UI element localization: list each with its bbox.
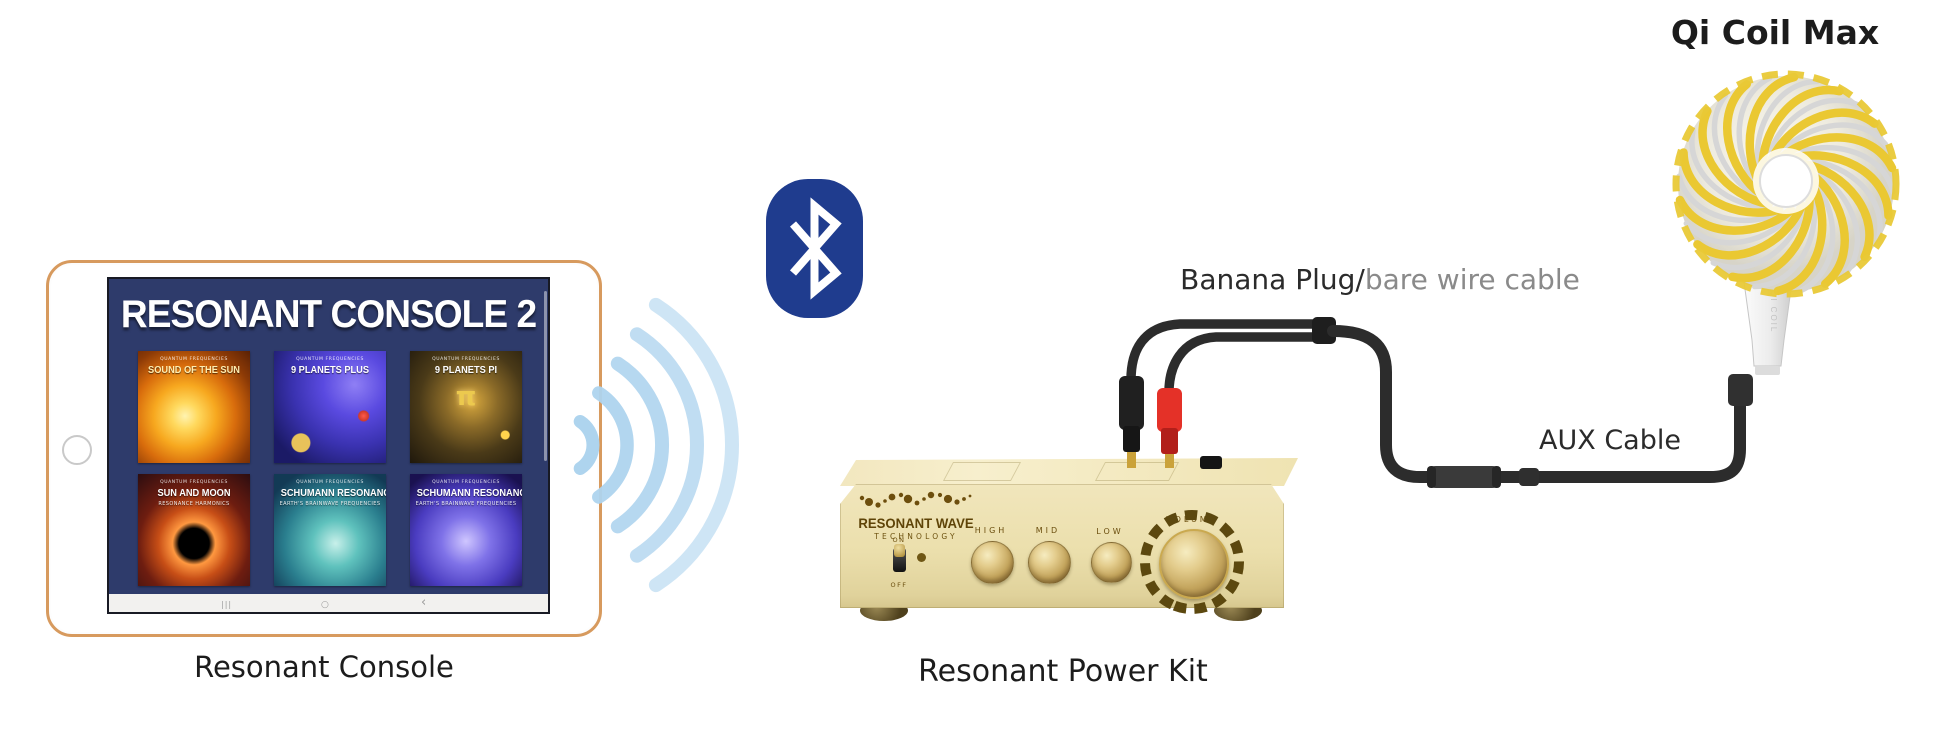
tile-title: 9 PLANETS PLUS (290, 364, 370, 376)
app-title: RESONANT CONSOLE 2 (120, 293, 537, 336)
banana-plug-black (1119, 376, 1144, 430)
knob-mid-label: MID (1035, 526, 1061, 535)
signal-waves-icon (573, 297, 739, 593)
speaker-cable (1126, 319, 1321, 385)
switch-off-label: OFF (890, 581, 908, 589)
volume-tick-marks (1140, 510, 1244, 614)
coupler-end (1427, 466, 1436, 488)
bare-wire-text: bare wire cable (1364, 263, 1580, 296)
tile-top-label: QUANTUM FREQUENCIES (296, 357, 364, 362)
home-icon[interactable]: ○ (321, 600, 329, 610)
speaker-cable (1164, 332, 1321, 397)
coupler-end (1492, 466, 1501, 488)
brand-dots-icon (859, 491, 972, 508)
tile-title: 9 PLANETS PI (434, 364, 498, 376)
coil-rim (1672, 70, 1900, 298)
power-led (917, 553, 926, 562)
scrollbar (544, 291, 547, 461)
tile-title: SUN AND MOON (157, 487, 231, 499)
brand-subtitle: TECHNOLOGY (874, 532, 958, 541)
album-tile-sun-and-moon[interactable]: QUANTUM FREQUENCIES SUN AND MOON RESONAN… (138, 474, 250, 586)
power-kit-caption: Resonant Power Kit (918, 654, 1208, 689)
tile-top-label: QUANTUM FREQUENCIES (432, 357, 500, 362)
tile-subtitle: EARTH'S BRAINWAVE FREQUENCIES (415, 501, 517, 507)
tablet-camera-button (62, 435, 92, 465)
tile-top-label: QUANTUM FREQUENCIES (432, 480, 500, 485)
album-tile-schumann-resonance-2[interactable]: QUANTUM FREQUENCIES SCHUMANN RESONANCE E… (410, 474, 522, 586)
banana-plug-red-shaft (1161, 428, 1178, 454)
android-nav-bar: ||| ○ ‹ (109, 594, 548, 612)
recents-icon[interactable]: ||| (221, 600, 233, 609)
tile-title: SOUND OF THE SUN (148, 364, 240, 376)
tile-top-label: QUANTUM FREQUENCIES (160, 357, 228, 362)
coil-center-hole (1759, 154, 1813, 208)
knob-low-label: LOW (1096, 527, 1124, 536)
banana-cable-label: Banana Plug/bare wire cable (1080, 263, 1680, 296)
qi-coil-title: Qi Coil Max (1670, 13, 1880, 52)
tile-subtitle: EARTH'S BRAINWAVE FREQUENCIES (279, 501, 381, 507)
tile-subtitle: RESONANCE HARMONICS (158, 501, 230, 507)
banana-plug-text: Banana Plug/ (1180, 263, 1365, 296)
tile-top-label: QUANTUM FREQUENCIES (296, 480, 364, 485)
back-icon[interactable]: ‹ (421, 595, 427, 610)
cable-coupler (1427, 466, 1501, 488)
bluetooth-glyph (789, 197, 842, 300)
tile-title: SCHUMANN RESONANCE (416, 487, 522, 499)
tile-top-label: QUANTUM FREQUENCIES (160, 480, 228, 485)
tile-title: SCHUMANN RESONANCE (280, 487, 386, 499)
console-caption: Resonant Console (194, 650, 454, 684)
brand-logo: RESONANT WAVE TECHNOLOGY (850, 489, 982, 541)
amp-top-panel (840, 458, 1298, 486)
knob-high[interactable] (971, 541, 1014, 584)
album-tile-sound-of-the-sun[interactable]: QUANTUM FREQUENCIES SOUND OF THE SUN (138, 351, 250, 463)
volume-knob[interactable] (1159, 529, 1229, 599)
amp-vent (1094, 462, 1180, 481)
brand-name: RESONANT WAVE (858, 515, 974, 531)
banana-plug-red (1157, 388, 1182, 432)
knob-high-label: HIGH (974, 526, 1008, 535)
pi-symbol: π (455, 382, 477, 412)
amp-vent (942, 462, 1022, 481)
switch-on-label: ON (892, 536, 906, 544)
album-tile-9-planets-plus[interactable]: QUANTUM FREQUENCIES 9 PLANETS PLUS (274, 351, 386, 463)
tablet-device: RESONANT CONSOLE 2 QUANTUM FREQUENCIES S… (46, 260, 602, 637)
album-tile-9-planets-pi[interactable]: QUANTUM FREQUENCIES 9 PLANETS PI π (410, 351, 522, 463)
power-toggle-lever[interactable] (894, 544, 905, 557)
knob-mid[interactable] (1028, 541, 1071, 584)
banana-plug-black-shaft (1123, 426, 1140, 452)
tablet-screen: RESONANT CONSOLE 2 QUANTUM FREQUENCIES S… (107, 277, 550, 614)
qi-coil: QI COIL (1640, 50, 1940, 375)
bluetooth-icon (766, 179, 863, 318)
cable-ferrule (1519, 468, 1539, 486)
cable-sleeve (1312, 317, 1336, 344)
aux-cable-label: AUX Cable (1539, 425, 1681, 456)
knob-low[interactable] (1091, 542, 1132, 583)
album-grid: QUANTUM FREQUENCIES SOUND OF THE SUN QUA… (138, 351, 522, 586)
album-tile-schumann-resonance-1[interactable]: QUANTUM FREQUENCIES SCHUMANN RESONANCE E… (274, 474, 386, 586)
handle-label: QI COIL (1769, 290, 1778, 333)
